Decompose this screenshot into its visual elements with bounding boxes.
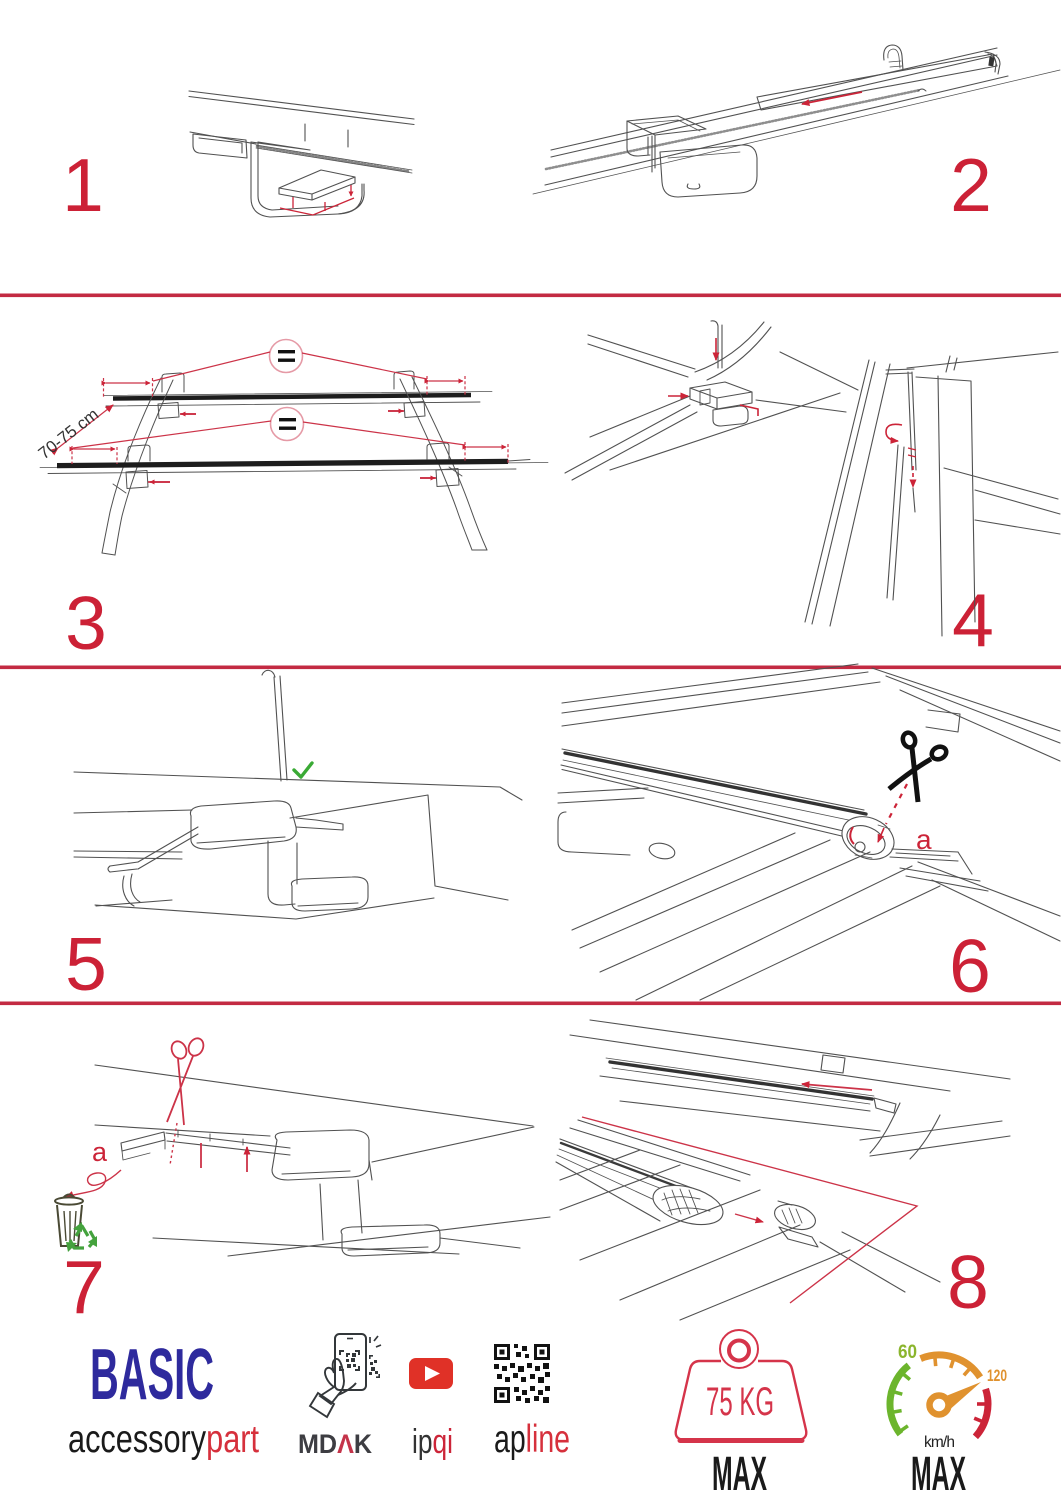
svg-text:75 KG: 75 KG — [706, 1380, 774, 1424]
svg-text:8: 8 — [947, 1240, 989, 1324]
svg-text:3: 3 — [65, 581, 107, 665]
svg-text:7: 7 — [63, 1245, 105, 1329]
svg-text:5: 5 — [65, 922, 107, 1006]
svg-text:km/h: km/h — [924, 1434, 955, 1451]
svg-text:4: 4 — [952, 578, 994, 662]
svg-text:1: 1 — [62, 143, 104, 227]
svg-text:MAX: MAX — [911, 1448, 966, 1500]
svg-text:70-75 cm: 70-75 cm — [35, 405, 103, 464]
svg-text:6: 6 — [949, 924, 991, 1008]
svg-text:BASIC: BASIC — [90, 1335, 214, 1415]
svg-text:MAX: MAX — [712, 1448, 767, 1500]
svg-text:60: 60 — [898, 1342, 917, 1363]
svg-text:ipqi: ipqi — [412, 1423, 453, 1461]
svg-text:accessorypart: accessorypart — [68, 1418, 259, 1461]
svg-text:2: 2 — [950, 143, 992, 227]
svg-text:120: 120 — [987, 1366, 1007, 1385]
svg-text:a: a — [92, 1137, 108, 1167]
svg-text:MDΛK: MDΛK — [298, 1429, 372, 1459]
svg-text:a: a — [916, 824, 932, 855]
svg-text:apline: apline — [494, 1418, 570, 1461]
